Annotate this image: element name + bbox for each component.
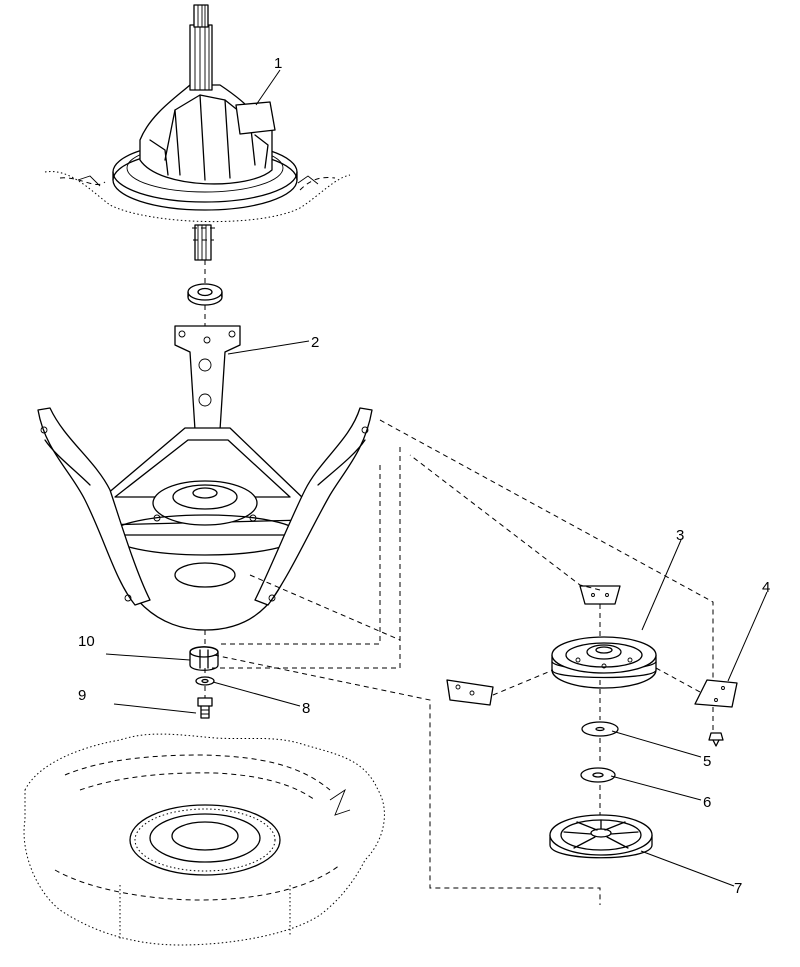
- part-10-collar: [189, 646, 219, 671]
- callout-9: 9: [78, 687, 86, 704]
- part-9-bolt: [197, 697, 213, 719]
- part-6-washer: [580, 767, 616, 783]
- callout-2: 2: [311, 334, 319, 351]
- clamp-block-left: [446, 679, 494, 706]
- part-2-mounting-base: [37, 325, 373, 631]
- callout-10: 10: [78, 633, 95, 650]
- part-8-washer: [195, 676, 215, 686]
- leader-lines: [105, 69, 768, 887]
- assembly-lines: [212, 419, 714, 905]
- part-3-pulley: [551, 636, 657, 689]
- part-5-washer: [581, 721, 619, 737]
- part-1-transmission: [44, 4, 351, 261]
- callout-4: 4: [762, 579, 770, 596]
- callout-1: 1: [274, 55, 282, 72]
- callout-3: 3: [676, 527, 684, 544]
- callout-5: 5: [703, 753, 711, 770]
- screw: [708, 732, 724, 747]
- clamp-block-top: [579, 585, 621, 605]
- callout-8: 8: [302, 700, 310, 717]
- callout-labels: 1 2 3 4 5 6 7 8 9 10: [78, 55, 770, 897]
- tub-bottom: [23, 733, 385, 946]
- bearing: [187, 283, 223, 306]
- part-7-pulley: [549, 814, 653, 859]
- callout-6: 6: [703, 794, 711, 811]
- part-4-plate: [694, 679, 738, 708]
- callout-7: 7: [734, 880, 742, 897]
